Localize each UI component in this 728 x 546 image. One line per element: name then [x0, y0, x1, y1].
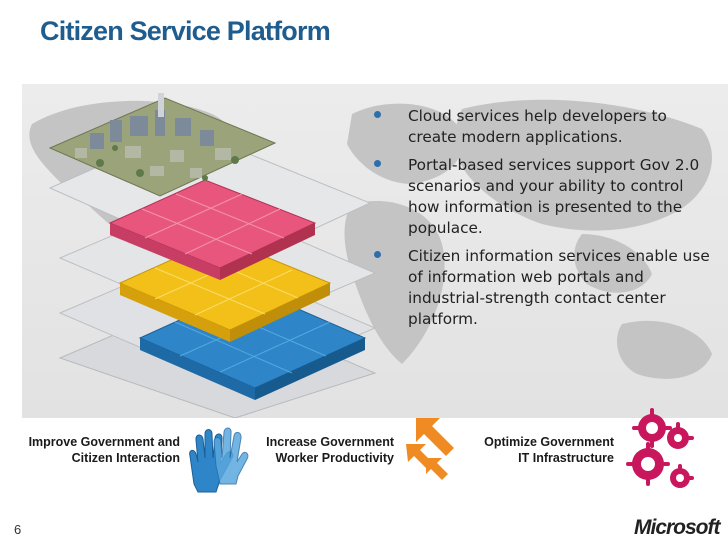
raised-hands-icon: [189, 427, 249, 493]
label-line: IT Infrastructure: [518, 451, 614, 465]
label-line: Improve Government and: [28, 435, 180, 449]
platform-layers-illustration: [48, 93, 377, 418]
bullet-item: Cloud services help developers to create…: [372, 106, 712, 148]
bullet-item: Portal-based services support Gov 2.0 sc…: [372, 155, 712, 239]
label-citizen-interaction: Improve Government and Citizen Interacti…: [22, 434, 180, 466]
label-line: Optimize Government: [484, 435, 614, 449]
gears-icon: [626, 408, 694, 488]
bullet-text: Portal-based services support Gov 2.0 sc…: [408, 156, 700, 237]
label-worker-productivity: Increase Government Worker Productivity: [258, 434, 394, 466]
bullet-marker: [374, 160, 381, 167]
bullet-list: Cloud services help developers to create…: [372, 106, 712, 337]
label-line: Worker Productivity: [275, 451, 394, 465]
bullet-text: Citizen information services enable use …: [408, 247, 710, 328]
city-model-icon: [48, 93, 277, 197]
bullet-marker: [374, 251, 381, 258]
label-line: Increase Government: [266, 435, 394, 449]
microsoft-logo: Microsoft: [634, 516, 720, 539]
expand-arrows-icon: [406, 418, 454, 480]
slide-title: Citizen Service Platform: [40, 16, 331, 46]
bullet-marker: [374, 111, 381, 118]
bullet-item: Citizen information services enable use …: [372, 246, 712, 330]
page-number: 6: [14, 522, 22, 537]
label-it-infrastructure: Optimize Government IT Infrastructure: [470, 434, 614, 466]
bullet-text: Cloud services help developers to create…: [408, 107, 667, 146]
label-line: Citizen Interaction: [71, 451, 180, 465]
